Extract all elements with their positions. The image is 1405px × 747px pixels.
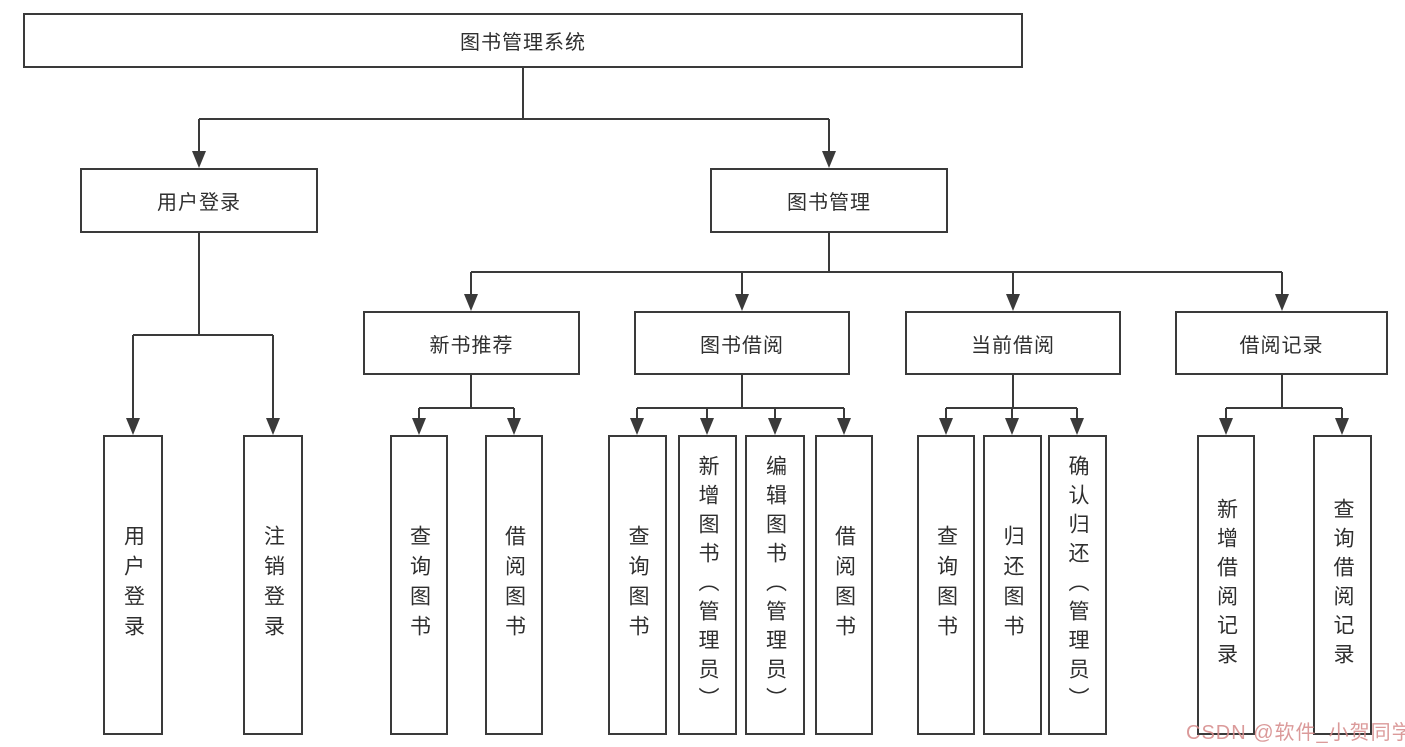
leaf-user-login: 用户登录: [103, 435, 163, 735]
node-book-management-branch: 图书管理: [710, 168, 948, 233]
node-current-borrow: 当前借阅: [905, 311, 1121, 375]
leaf-borrow-books-1: 借阅图书: [485, 435, 543, 735]
node-new-book-recommend: 新书推荐: [363, 311, 580, 375]
connector-current-borrow-to-leaves: [939, 375, 1084, 435]
leaf-query-borrow-record: 查询借阅记录: [1313, 435, 1372, 735]
node-borrow-record: 借阅记录: [1175, 311, 1388, 375]
connector-new-book-rec-to-leaves: [412, 375, 521, 435]
connector-book-borrow-to-leaves: [630, 375, 851, 435]
leaf-edit-books-admin: 编辑图书（管理员）: [745, 435, 805, 735]
node-book-borrow: 图书借阅: [634, 311, 850, 375]
connector-borrow-record-to-leaves: [1219, 375, 1349, 435]
leaf-query-books-1: 查询图书: [390, 435, 448, 735]
connector-root-to-level2: [192, 68, 836, 168]
leaf-query-books-2: 查询图书: [608, 435, 667, 735]
connector-user-login-to-leaves: [126, 233, 280, 435]
watermark: CSDN @软件_小贺同学: [1186, 722, 1405, 744]
connector-book-mgmt-to-level3: [464, 233, 1289, 311]
leaf-confirm-return-admin: 确认归还（管理员）: [1048, 435, 1107, 735]
leaf-return-books: 归还图书: [983, 435, 1042, 735]
leaf-add-books-admin: 新增图书（管理员）: [678, 435, 737, 735]
leaf-add-borrow-record: 新增借阅记录: [1197, 435, 1255, 735]
node-user-login-branch: 用户登录: [80, 168, 318, 233]
leaf-logout: 注销登录: [243, 435, 303, 735]
leaf-query-books-3: 查询图书: [917, 435, 975, 735]
node-root-library-system: 图书管理系统: [23, 13, 1023, 68]
leaf-borrow-books-2: 借阅图书: [815, 435, 873, 735]
